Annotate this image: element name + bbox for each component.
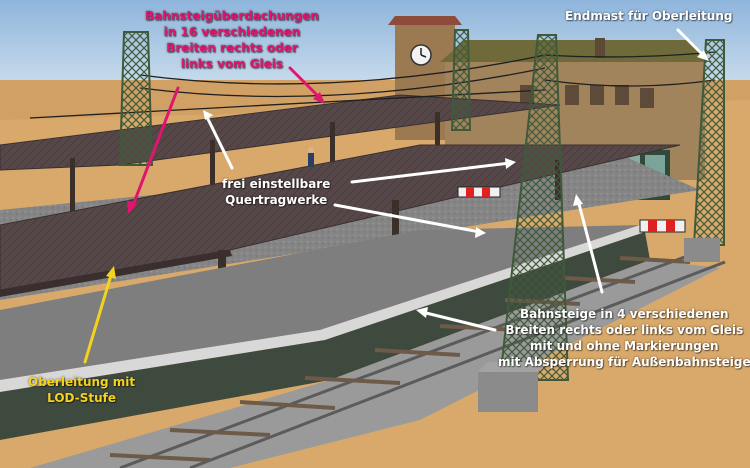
canopy-line-3: Breiten rechts oder — [166, 41, 298, 55]
cross-supports-annotation: frei einstellbare Quertragwerke — [222, 176, 330, 208]
platforms-line-3: mit und ohne Markierungen — [530, 339, 719, 353]
catenary-annotation: Oberleitung mit LOD-Stufe — [28, 374, 135, 406]
mast-rear — [450, 29, 472, 131]
mast-left — [118, 31, 154, 166]
platforms-line-4: mit Absperrung für Außenbahnsteige — [498, 355, 750, 369]
front-platform — [0, 225, 640, 380]
annotation-arrows — [83, 28, 709, 364]
end-mast-line-1: Endmast für Oberleitung — [565, 9, 733, 23]
cross-supports-line-1: frei einstellbare — [222, 177, 331, 191]
canopy-line-1: Bahnsteigüberdachungen — [145, 9, 319, 23]
platforms-annotation: Bahnsteige in 4 verschiedenen Breiten re… — [498, 306, 750, 370]
mast-center — [478, 34, 570, 412]
catenary-line-1: Oberleitung mit — [28, 375, 136, 389]
mast-end — [684, 39, 725, 262]
platforms-line-1: Bahnsteige in 4 verschiedenen — [519, 307, 729, 321]
person — [308, 147, 314, 167]
cross-supports-line-2: Quertragwerke — [225, 193, 328, 207]
end-mast-annotation: Endmast für Oberleitung — [565, 8, 732, 24]
canopy-line-2: in 16 verschiedenen — [163, 25, 301, 39]
canopy-line-4: links vom Gleis — [180, 57, 284, 71]
canopy-annotation: Bahnsteigüberdachungen in 16 verschieden… — [145, 8, 319, 72]
catenary-line-2: LOD-Stufe — [47, 391, 117, 405]
barrier-icon — [457, 186, 686, 233]
platforms-line-2: Breiten rechts oder links vom Gleis — [505, 323, 744, 337]
